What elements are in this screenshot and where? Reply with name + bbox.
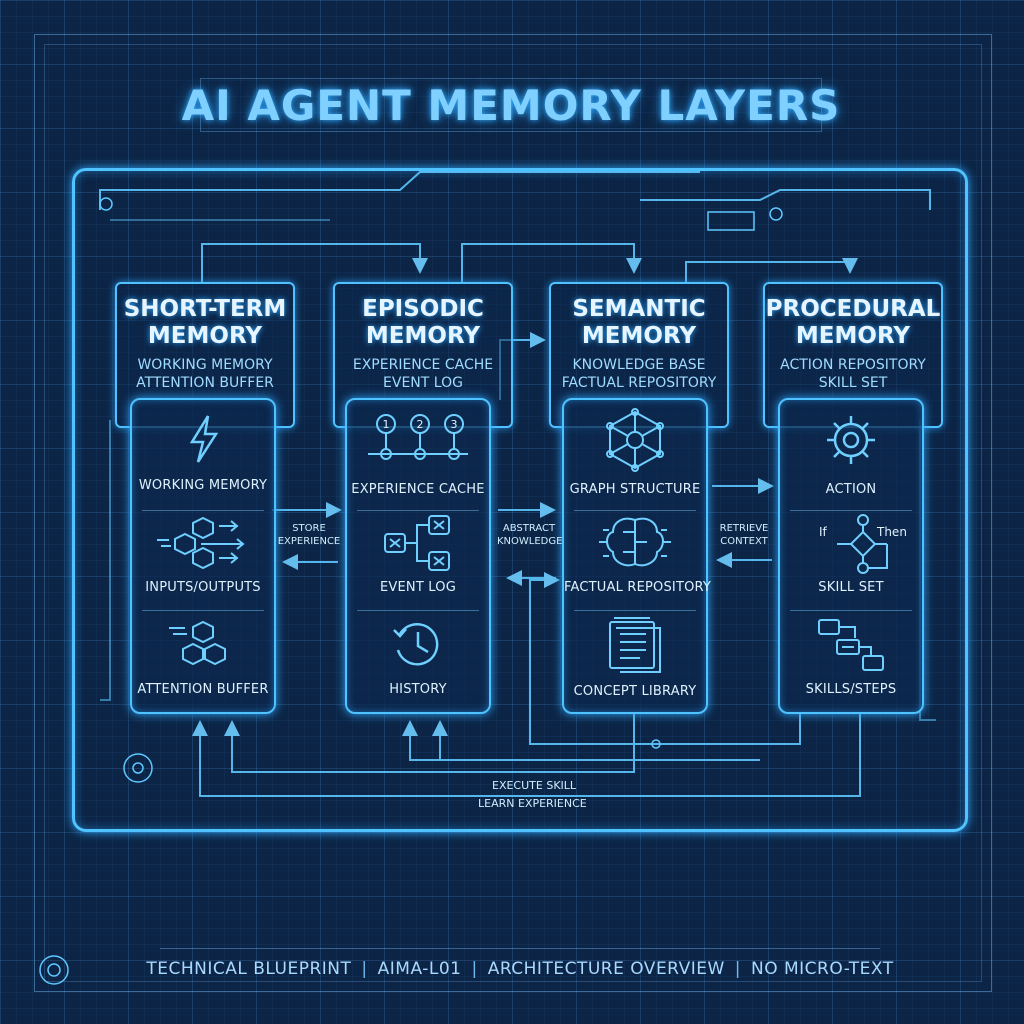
main-frame <box>72 168 968 832</box>
layer-subtitle: WORKING MEMORY <box>137 357 273 373</box>
footer-item: ARCHITECTURE OVERVIEW <box>487 959 725 979</box>
flowchart-icon: If Then <box>819 514 907 574</box>
layer-body-semantic: GRAPH STRUCTURE FACTUAL REPOSITORY CONCE… <box>562 398 711 714</box>
item-experience-cache: 1 2 3 EXPERIENCE CACHE <box>347 410 489 497</box>
item-working-memory: WORKING MEMORY <box>132 412 274 493</box>
loop-to-episodic <box>402 720 760 761</box>
graph-icon <box>606 408 664 472</box>
item-graph-structure: GRAPH STRUCTURE <box>564 408 706 497</box>
label-execute-skill: EXECUTE SKILL <box>492 779 577 792</box>
layer-body-short-term: WORKING MEMORY INPUTS/OUTPUTS <box>130 398 276 714</box>
step-2: 2 <box>417 418 424 431</box>
outer-border <box>34 34 992 992</box>
layer-subtitle: FACTUAL REPOSITORY <box>561 375 717 391</box>
item-action: ACTION <box>780 410 922 497</box>
loop-procedural-semantic <box>529 572 801 745</box>
step-3: 3 <box>451 418 458 431</box>
layer-title: PROCEDURAL <box>765 296 941 322</box>
divider <box>357 510 479 511</box>
history-clock-icon <box>393 623 439 666</box>
footer-emblem-icon <box>39 955 69 985</box>
item-history: HISTORY <box>347 616 489 697</box>
item-skill-set: If Then SKILL SET <box>780 512 922 595</box>
divider <box>574 510 696 511</box>
layer-body-episodic: 1 2 3 EXPERIENCE CACHE EVENT LOG <box>345 398 491 714</box>
divider <box>790 610 912 611</box>
layer-title: SHORT-TERM <box>123 296 287 322</box>
flow-line-top-3 <box>685 258 858 282</box>
footer-item: TECHNICAL BLUEPRINT <box>146 959 352 979</box>
layer-title: MEMORY <box>795 323 911 349</box>
layer-title: EPISODIC <box>362 296 484 322</box>
layer-subtitle: KNOWLEDGE BASE <box>572 357 706 373</box>
deco-gear-icon <box>123 753 153 783</box>
flow-line-top-2 <box>461 243 642 282</box>
event-branch-icon <box>384 515 450 571</box>
layer-title: MEMORY <box>147 323 263 349</box>
footer-separator: | <box>361 959 368 979</box>
footer-separator: | <box>734 959 741 979</box>
inner-border <box>44 44 982 982</box>
layer-title: MEMORY <box>581 323 697 349</box>
footer-item: NO MICRO-TEXT <box>751 959 894 979</box>
circuit-left <box>100 420 111 701</box>
if-label: If <box>819 525 828 539</box>
divider <box>790 510 912 511</box>
steps-icon <box>818 619 884 671</box>
divider <box>574 610 696 611</box>
loop-learn-experience <box>192 712 861 797</box>
node-dot-left <box>99 197 113 211</box>
diagram-title: AI AGENT MEMORY LAYERS <box>181 80 841 130</box>
divider <box>142 510 264 511</box>
layer-subtitle: EXPERIENCE CACHE <box>352 357 494 373</box>
connector-label-store: STORE EXPERIENCE <box>277 523 341 547</box>
title-box: AI AGENT MEMORY LAYERS <box>182 78 839 132</box>
connector-label-abstract: ABSTRACT KNOWLEDGE <box>497 523 563 547</box>
label-learn-experience: LEARN EXPERIENCE <box>478 797 587 810</box>
book-icon <box>609 617 661 673</box>
layer-subtitle: ACTION REPOSITORY <box>780 357 926 373</box>
footer-bar: TECHNICAL BLUEPRINT | AIMA-L01 | ARCHITE… <box>146 948 893 989</box>
gear-icon <box>827 416 875 464</box>
circuit-top-left <box>99 171 700 210</box>
circuit-top-right <box>640 189 931 210</box>
layer-subtitle: ATTENTION BUFFER <box>136 375 274 391</box>
footer-item: AIMA-L01 <box>377 959 462 979</box>
item-concept-library: CONCEPT LIBRARY <box>564 616 706 699</box>
cubes-flow-icon <box>157 516 245 570</box>
item-inputs-outputs: INPUTS/OUTPUTS <box>132 512 274 595</box>
connector-label-retrieve: RETRIEVE CONTEXT <box>719 523 769 547</box>
layer-body-procedural: ACTION If Then SKILL SET <box>778 398 924 714</box>
item-event-log: EVENT LOG <box>347 512 489 595</box>
brain-icon <box>599 517 671 567</box>
then-label: Then <box>876 525 907 539</box>
layer-title: SEMANTIC <box>572 296 706 322</box>
flow-line-top-1 <box>201 243 428 282</box>
timeline-icon: 1 2 3 <box>368 414 468 460</box>
layer-subtitle: SKILL SET <box>818 375 888 391</box>
divider <box>357 610 479 611</box>
lightning-icon <box>189 415 219 463</box>
item-attention-buffer: ATTENTION BUFFER <box>132 616 274 697</box>
item-skills-steps: SKILLS/STEPS <box>780 616 922 697</box>
item-factual-repository: FACTUAL REPOSITORY <box>564 512 711 595</box>
step-1: 1 <box>383 418 390 431</box>
layer-title: MEMORY <box>365 323 481 349</box>
node-dot-bottom <box>651 739 661 749</box>
chip-rect <box>707 211 755 231</box>
node-dot-right <box>769 207 783 221</box>
loop-execute-skill <box>224 712 635 773</box>
footer-separator: | <box>471 959 478 979</box>
layer-subtitle: EVENT LOG <box>383 375 463 391</box>
cube-stack-icon <box>169 620 226 666</box>
divider <box>142 610 264 611</box>
